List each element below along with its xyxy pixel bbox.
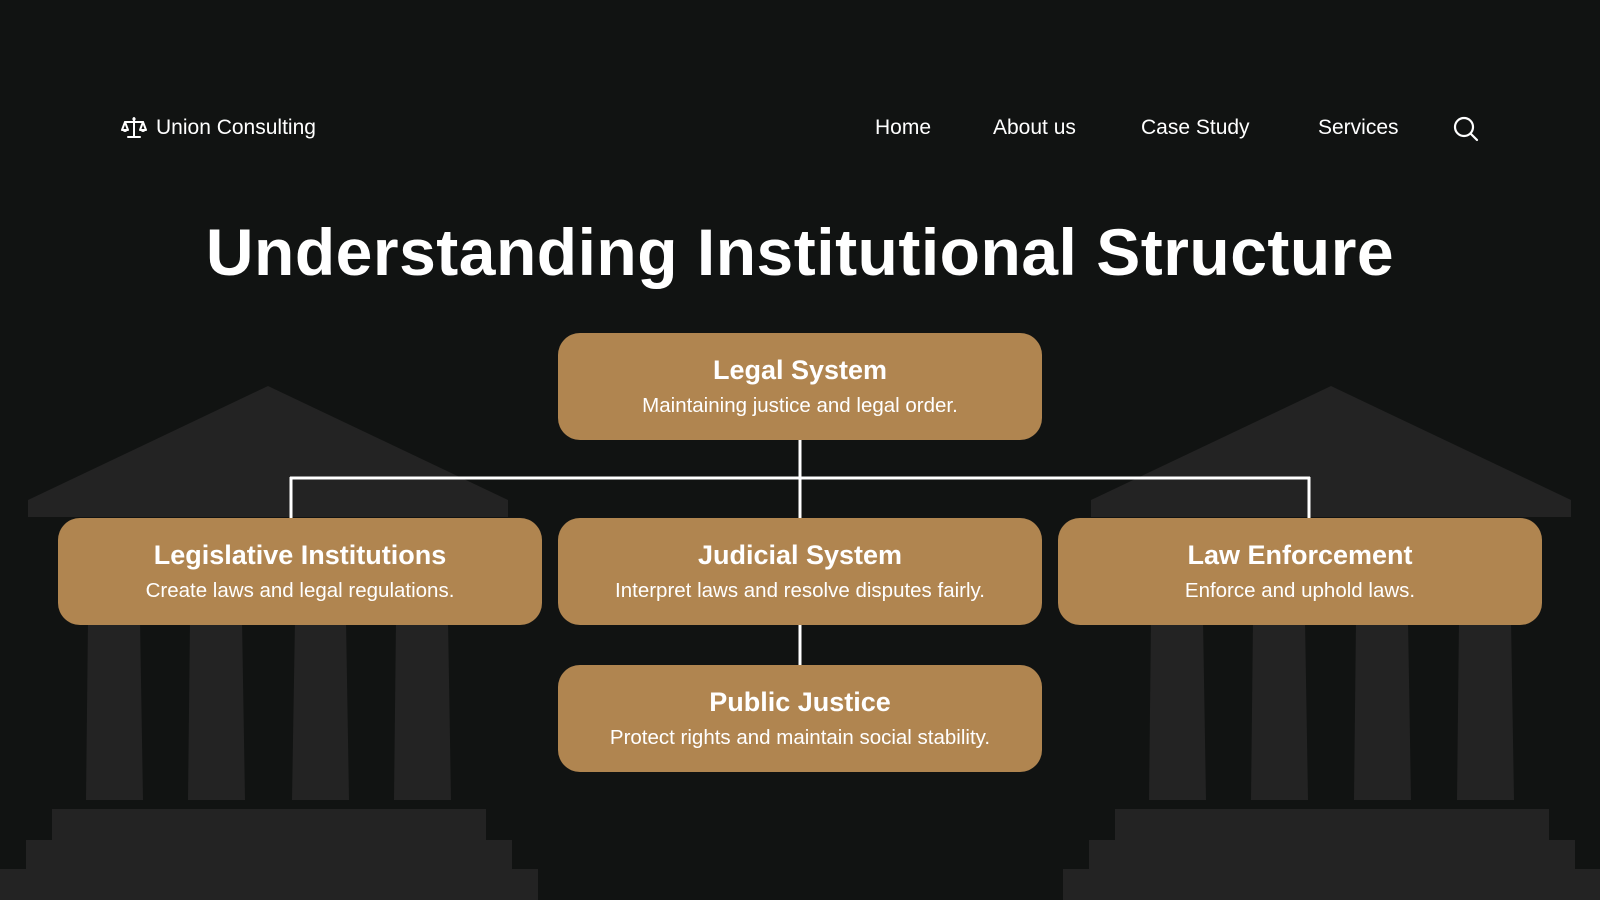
node-law-enforcement: Law Enforcement Enforce and uphold laws.	[1058, 518, 1542, 625]
node-description: Maintaining justice and legal order.	[642, 394, 958, 417]
node-title: Legislative Institutions	[153, 540, 447, 570]
node-description: Protect rights and maintain social stabi…	[609, 726, 991, 749]
brand[interactable]: Union Consulting	[121, 108, 316, 148]
node-legislative-institutions: Legislative Institutions Create laws and…	[58, 518, 542, 625]
node-description: Enforce and uphold laws.	[1184, 579, 1416, 602]
node-title: Legal System	[712, 355, 888, 385]
node-title: Public Justice	[709, 687, 891, 717]
node-title: Judicial System	[697, 540, 903, 570]
scales-of-justice-icon	[121, 117, 147, 138]
node-judicial-system: Judicial System Interpret laws and resol…	[558, 518, 1042, 625]
node-title: Law Enforcement	[1187, 540, 1413, 570]
nav-item-about-us[interactable]: About us	[993, 116, 1076, 139]
nav-item-home[interactable]: Home	[875, 116, 932, 139]
search-icon[interactable]	[1452, 115, 1480, 143]
nav-item-case-study[interactable]: Case Study	[1141, 116, 1250, 139]
brand-name: Union Consulting	[156, 116, 316, 139]
node-description: Create laws and legal regulations.	[145, 579, 455, 602]
nav-item-services[interactable]: Services	[1318, 116, 1399, 139]
page-title: Understanding Institutional Structure	[205, 215, 1395, 289]
node-legal-system: Legal System Maintaining justice and leg…	[558, 333, 1042, 440]
node-public-justice: Public Justice Protect rights and mainta…	[558, 665, 1042, 772]
node-description: Interpret laws and resolve disputes fair…	[615, 579, 985, 602]
header: Union Consulting Home About us Case Stud…	[0, 108, 1600, 148]
